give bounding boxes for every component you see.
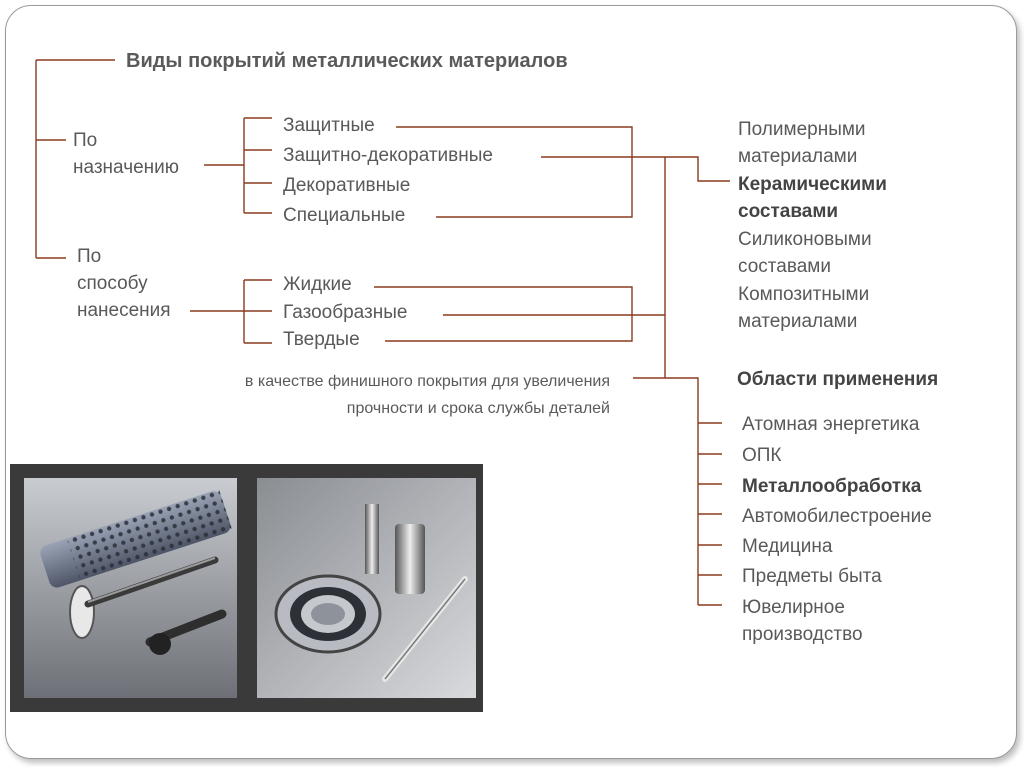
purpose-item-decorative: Декоративные [283, 175, 411, 196]
method-item-gaseous: Газообразные [283, 302, 408, 323]
material-polymer-1: Полимерными [738, 119, 866, 140]
material-composite-2: материалами [738, 311, 858, 332]
note-line-2: прочности и срока службы деталей [346, 400, 610, 417]
connector-method-right [374, 286, 665, 342]
applications-heading: Области применения [737, 369, 939, 390]
application-household: Предметы быта [742, 566, 882, 587]
connector-trunk [633, 157, 722, 606]
page-title: Виды покрытий металлических материалов [126, 50, 568, 72]
application-jewelry-1: Ювелирное [742, 597, 845, 618]
connector-purpose-right [396, 126, 730, 218]
application-metalworking: Металлообработка [742, 476, 922, 497]
application-defense: ОПК [742, 445, 782, 466]
coated-parts-photo [10, 464, 483, 712]
application-automotive: Автомобилестроение [742, 506, 932, 527]
connector-purpose [204, 117, 272, 214]
material-ceramic-2: составами [738, 201, 839, 222]
material-silicone-2: составами [738, 256, 831, 277]
by-method-label-1: По [77, 246, 102, 267]
connector-method [190, 279, 272, 344]
by-purpose-label-1: По [73, 130, 98, 151]
by-purpose-label-2: назначению [73, 157, 180, 178]
note-line-1: в качестве финишного покрытия для увелич… [244, 373, 610, 390]
by-method-label-2: способу [77, 273, 148, 294]
material-polymer-2: материалами [738, 146, 858, 167]
connector-root [35, 59, 115, 259]
coated-parts-illustration [24, 478, 476, 698]
material-silicone-1: Силиконовыми [738, 229, 872, 250]
method-item-liquid: Жидкие [283, 274, 352, 295]
application-jewelry-2: производство [742, 624, 863, 645]
material-composite-1: Композитными [738, 284, 870, 305]
material-ceramic-1: Керамическими [738, 174, 887, 195]
application-nuclear: Атомная энергетика [742, 414, 920, 435]
purpose-item-protective-decorative: Защитно-декоративные [283, 145, 493, 166]
by-method-label-3: нанесения [77, 300, 171, 321]
method-item-solid: Твердые [283, 329, 360, 350]
purpose-item-protective: Защитные [283, 115, 375, 136]
application-medicine: Медицина [742, 536, 833, 557]
purpose-item-special: Специальные [283, 205, 406, 226]
